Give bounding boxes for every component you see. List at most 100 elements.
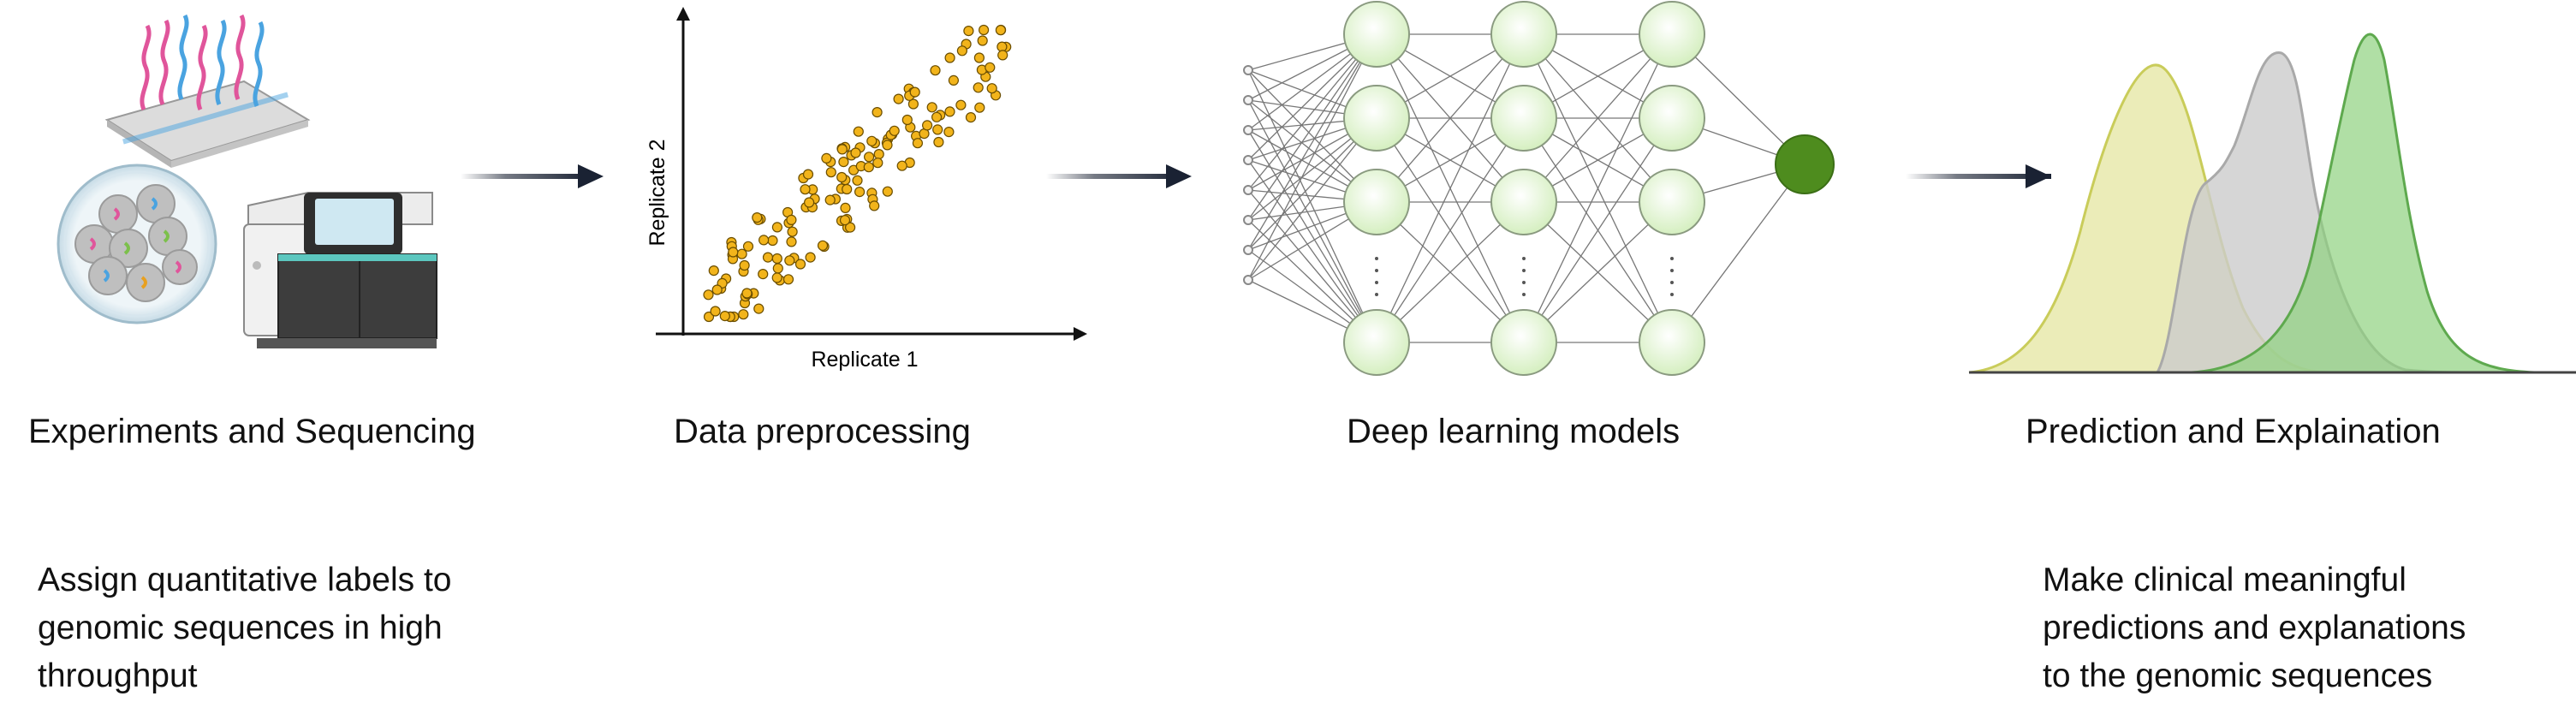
scatter-point: [873, 149, 884, 160]
scatter-point: [728, 247, 739, 258]
network-edge: [1247, 33, 1377, 251]
arrow-1: [461, 164, 604, 188]
stage-title-prediction: Prediction and Explaination: [2026, 413, 2441, 450]
scatter-point: [930, 65, 941, 76]
sequencing-illustration: [57, 14, 437, 348]
scatter-point: [803, 197, 815, 208]
scatter-point: [786, 236, 797, 247]
description-line: genomic sequences in high: [38, 610, 443, 646]
hidden-node: [1343, 85, 1410, 152]
microarray-slide-icon: [104, 14, 311, 168]
scatter-point: [995, 25, 1007, 36]
prediction-description: Make clinical meaningful predictions and…: [2043, 556, 2466, 700]
scatter-point: [933, 136, 944, 148]
scatter-point: [932, 124, 943, 135]
x-axis-label: Replicate 1: [811, 348, 918, 372]
arrow-3: [1906, 164, 2051, 188]
network-edge: [1376, 117, 1525, 343]
network-edge: [1671, 164, 1806, 343]
network-edge: [1376, 201, 1525, 343]
scatter-point: [955, 99, 967, 110]
description-line: throughput: [38, 658, 198, 694]
hidden-node: [1343, 169, 1410, 235]
scatter-point: [973, 52, 985, 63]
scatter-point: [772, 263, 783, 274]
scatter-point: [882, 140, 893, 151]
ellipsis-dots: [1375, 257, 1674, 296]
scatter-point: [907, 98, 919, 110]
input-node: [1243, 245, 1253, 255]
arrow-2: [1046, 164, 1192, 188]
scatter-points: [703, 24, 1012, 323]
scatter-point: [771, 253, 782, 265]
scatter-point: [802, 169, 814, 180]
scatter-point: [889, 125, 900, 136]
output-node: [1775, 134, 1835, 194]
hidden-node: [1490, 1, 1557, 68]
description-line: Make clinical meaningful: [2043, 562, 2406, 598]
input-node: [1243, 65, 1253, 75]
scatter-point: [825, 167, 836, 178]
scatter-point: [963, 25, 974, 37]
scatter-point: [901, 114, 913, 126]
scatter-point: [974, 102, 985, 113]
scatter-point: [703, 289, 714, 300]
scatter-point: [762, 252, 774, 263]
scatter-plot: Replicate 1 Replicate 2: [645, 7, 1087, 372]
scatter-point: [838, 157, 849, 168]
scatter-point: [965, 112, 977, 123]
scatter-point: [926, 102, 937, 113]
scatter-point: [753, 303, 764, 314]
scatter-point: [758, 269, 769, 280]
hidden-node: [1639, 309, 1705, 376]
neural-network: [1243, 1, 1835, 376]
sequencer-machine-icon: [243, 192, 437, 348]
scatter-point: [719, 311, 730, 322]
network-edge: [1376, 33, 1525, 343]
hidden-node: [1343, 309, 1410, 376]
stage-title-preprocessing: Data preprocessing: [674, 413, 971, 450]
network-edge: [1247, 69, 1377, 343]
scatter-point: [821, 152, 832, 164]
scatter-point: [817, 240, 829, 251]
stage-title-deep-learning: Deep learning models: [1347, 413, 1681, 450]
scatter-point: [863, 152, 875, 163]
network-edge: [1376, 33, 1525, 203]
scatter-point: [784, 255, 795, 266]
scatter-point: [909, 86, 920, 98]
network-edge: [1523, 201, 1673, 343]
petri-dish-icon: [57, 164, 217, 324]
input-node: [1243, 95, 1253, 105]
network-edge: [1523, 33, 1673, 203]
scatter-point: [850, 147, 861, 158]
scatter-point: [805, 252, 816, 263]
scatter-point: [767, 235, 778, 247]
density-plot: [1968, 33, 2576, 374]
scatter-point: [786, 214, 797, 225]
scatter-point: [943, 127, 955, 138]
hidden-node: [1343, 1, 1410, 68]
network-edge: [1523, 33, 1673, 343]
scatter-point: [985, 62, 996, 73]
description-line: predictions and explanations: [2043, 610, 2466, 646]
scatter-point: [836, 144, 848, 155]
scatter-point: [708, 265, 719, 277]
network-edge: [1247, 129, 1377, 343]
network-edge: [1523, 117, 1673, 343]
scatter-point: [948, 74, 960, 86]
scatter-point: [794, 259, 806, 270]
scatter-point: [896, 160, 907, 171]
scatter-point: [782, 274, 794, 285]
scatter-point: [944, 52, 955, 63]
hidden-node: [1490, 169, 1557, 235]
scatter-point: [752, 212, 763, 223]
scatter-point: [741, 288, 753, 299]
scatter-point: [711, 284, 723, 295]
hidden-node: [1639, 169, 1705, 235]
scatter-point: [844, 222, 856, 233]
scatter-point: [787, 226, 798, 237]
scatter-point: [931, 111, 943, 122]
scatter-point: [944, 106, 955, 117]
scatter-point: [882, 186, 893, 197]
scatter-point: [986, 83, 997, 94]
